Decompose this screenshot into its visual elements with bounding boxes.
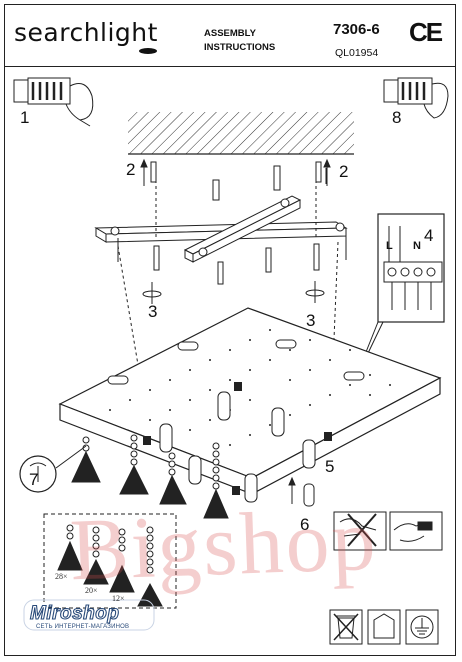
watermark-text: Bigshop xyxy=(68,491,379,600)
ce-mark-icon: CE xyxy=(409,17,443,47)
parts-box xyxy=(43,513,177,609)
terminal-neutral-label: N xyxy=(413,240,421,252)
step-4-label: 4 xyxy=(424,226,434,245)
quantity-b: 20× xyxy=(85,586,98,595)
step-2b-label: 2 xyxy=(339,162,349,181)
watermark-logo: Miroshop xyxy=(29,602,120,624)
wire-connector-right-icon xyxy=(383,77,449,119)
wire-connector-left-icon xyxy=(13,77,94,127)
ceiling-plate xyxy=(58,307,442,495)
watermark-logo-subtitle: СЕТЬ ИНТЕРНЕТ-МАГАЗИНОВ xyxy=(36,624,130,630)
crystal-chains xyxy=(71,434,229,519)
doc-title: ASSEMBLY INSTRUCTIONS xyxy=(204,27,275,55)
indoor-use-icon xyxy=(367,609,401,645)
header-divider xyxy=(4,66,456,67)
terminal-live-label: L xyxy=(386,240,393,252)
step-7-label: 7 xyxy=(29,470,39,489)
handle-with-cloth-icon xyxy=(389,511,443,551)
wall-plugs xyxy=(143,161,327,201)
rotate-icon xyxy=(142,281,325,304)
terminal-block-icon xyxy=(383,226,443,310)
no-touch-bulb-icon xyxy=(333,511,387,551)
bulb-insert-icon xyxy=(288,476,315,507)
arrows xyxy=(140,158,331,186)
watermark-logo-frame xyxy=(23,599,155,631)
brand-swoosh-icon xyxy=(139,48,157,54)
step-8-label: 8 xyxy=(392,108,402,127)
step-2a-label: 2 xyxy=(126,160,136,179)
vent-slots xyxy=(107,339,365,385)
ceiling-hatch xyxy=(128,112,354,154)
small-bulbs xyxy=(143,382,332,495)
step-3a-label: 3 xyxy=(148,302,158,321)
mounting-bracket xyxy=(94,195,348,263)
lamp-holders xyxy=(159,391,316,503)
quantity-c: 12× xyxy=(112,594,125,603)
step-3b-label: 3 xyxy=(306,311,316,330)
step-6-label: 6 xyxy=(300,515,310,534)
quantity-a: 28× xyxy=(55,572,68,581)
step-1-label: 1 xyxy=(20,108,30,127)
doc-title-line-2: INSTRUCTIONS xyxy=(204,42,276,53)
plate-holes xyxy=(109,329,391,446)
screws xyxy=(117,236,347,285)
page-frame xyxy=(4,4,456,656)
step-5-label: 5 xyxy=(325,457,335,476)
product-code: QL01954 xyxy=(335,47,379,59)
model-number: 7306-6 xyxy=(333,21,380,38)
doc-title-line-1: ASSEMBLY xyxy=(204,28,256,39)
brand-name: searchlight xyxy=(14,18,158,47)
